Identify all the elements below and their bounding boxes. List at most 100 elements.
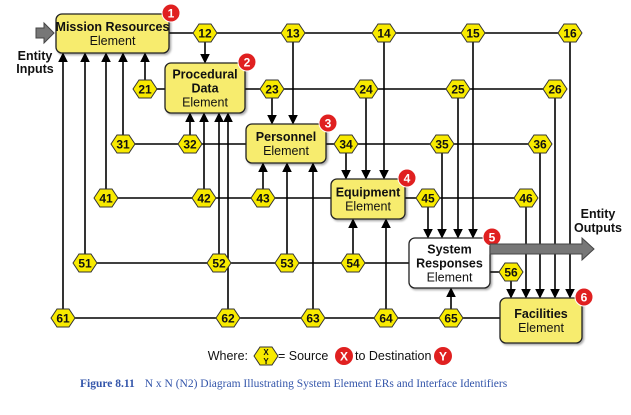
- interface-26: 26: [542, 79, 568, 99]
- element-box-rect: [330, 178, 406, 220]
- interface-id: 43: [256, 192, 270, 206]
- interface-id: 42: [197, 192, 211, 206]
- interface-hex: [460, 23, 486, 43]
- interface-hex: [206, 253, 232, 273]
- interface-hex: [429, 134, 455, 154]
- interface-hex: [542, 79, 568, 99]
- interface-id: 56: [504, 266, 518, 280]
- element-number-badge: [397, 168, 417, 188]
- interface-id: 12: [198, 27, 212, 41]
- element-number: 5: [489, 231, 496, 245]
- interface-36: 36: [527, 134, 553, 154]
- element-number-badge: [318, 113, 338, 133]
- interface-56: 56: [498, 262, 524, 282]
- legend-hex: [253, 346, 279, 366]
- element-subtitle: Element: [90, 34, 136, 48]
- interface-id: 34: [339, 138, 353, 152]
- element-number: 4: [404, 172, 411, 186]
- entity-outputs-label: Outputs: [574, 221, 622, 235]
- legend-to-destination: to Destination: [355, 349, 431, 363]
- interface-hex: [300, 308, 326, 328]
- interface-45: 45: [415, 188, 441, 208]
- element-box-rect: [408, 237, 491, 289]
- element-subtitle: Element: [518, 321, 564, 335]
- element-title: Equipment: [336, 186, 401, 200]
- interface-35: 35: [429, 134, 455, 154]
- interface-15: 15: [460, 23, 486, 43]
- interface-id: 64: [379, 312, 393, 326]
- interface-id: 25: [451, 83, 465, 97]
- interface-61: 61: [50, 308, 76, 328]
- interface-32: 32: [177, 134, 203, 154]
- element-title: System: [427, 243, 471, 257]
- interface-12: 12: [192, 23, 218, 43]
- interface-id: 23: [265, 83, 279, 97]
- interface-id: 14: [377, 27, 391, 41]
- interface-id: 35: [435, 138, 449, 152]
- interface-25: 25: [445, 79, 471, 99]
- interface-hex: [110, 134, 136, 154]
- interface-id: 15: [466, 27, 480, 41]
- interface-id: 52: [212, 257, 226, 271]
- interface-id: 36: [533, 138, 547, 152]
- interface-31: 31: [110, 134, 136, 154]
- element-subtitle: Element: [427, 271, 473, 285]
- interface-id: 51: [78, 257, 92, 271]
- interface-hex: [132, 79, 158, 99]
- interface-64: 64: [373, 308, 399, 328]
- interface-hex: [498, 262, 524, 282]
- element-number: 6: [581, 291, 588, 305]
- interface-63: 63: [300, 308, 326, 328]
- interface-hex: [527, 134, 553, 154]
- entity-outputs-arrow-icon: [489, 236, 595, 262]
- interface-hex: [192, 23, 218, 43]
- interface-id: 21: [138, 83, 152, 97]
- interface-hex: [93, 188, 119, 208]
- interface-hex: [259, 79, 285, 99]
- element-subtitle: Element: [263, 144, 309, 158]
- interface-hex: [50, 308, 76, 328]
- interface-hex: [274, 253, 300, 273]
- interface-hex: [415, 188, 441, 208]
- element-box-rect: [55, 13, 170, 54]
- element-number: 2: [244, 56, 251, 70]
- caption-label: Figure 8.11: [80, 378, 135, 390]
- interface-hex: [353, 79, 379, 99]
- element-title: Data: [191, 82, 219, 96]
- interface-21: 21: [132, 79, 158, 99]
- element-title: Facilities: [514, 307, 568, 321]
- interface-54: 54: [340, 253, 366, 273]
- interface-id: 31: [116, 138, 130, 152]
- interface-hex: [177, 134, 203, 154]
- element-subtitle: Element: [345, 200, 391, 214]
- interface-46: 46: [513, 188, 539, 208]
- interface-52: 52: [206, 253, 232, 273]
- interface-hex: [333, 134, 359, 154]
- interface-hex: [371, 23, 397, 43]
- interface-id: 63: [306, 312, 320, 326]
- interface-hex: [513, 188, 539, 208]
- interface-id: 46: [519, 192, 533, 206]
- legend-badge-x: [335, 347, 353, 365]
- entity-outputs-label: Entity: [581, 207, 616, 221]
- interface-id: 53: [280, 257, 294, 271]
- interface-id: 45: [421, 192, 435, 206]
- element-title: Mission Resources: [56, 20, 170, 34]
- interface-hex: [280, 23, 306, 43]
- interface-hex: [72, 253, 98, 273]
- interface-51: 51: [72, 253, 98, 273]
- legend-source: = Source: [278, 349, 328, 363]
- legend-badge-y-text: Y: [439, 350, 447, 364]
- element-subtitle: Element: [182, 96, 228, 110]
- interface-34: 34: [333, 134, 359, 154]
- interface-23: 23: [259, 79, 285, 99]
- interface-hex: [250, 188, 276, 208]
